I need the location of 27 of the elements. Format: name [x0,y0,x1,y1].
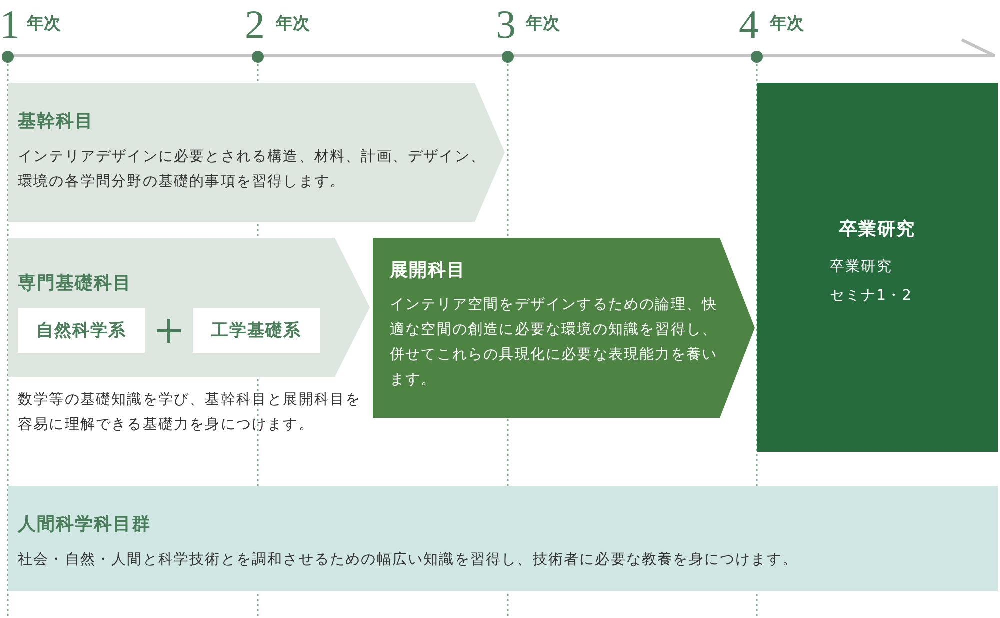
year-number: 1 [0,2,20,48]
category-box [18,308,145,353]
description: 数学等の基礎知識を学び、基幹科目と展開科目を容易に理解できる基礎力を身につけます。 [18,391,362,435]
category-label: 工学基礎系 [212,320,302,342]
category-box [193,308,320,353]
description: 卒業研究 [830,258,892,277]
description: セミナ1・2 [830,287,912,306]
category-label: 自然科学系 [36,320,126,342]
heading: 展開科目 [390,259,466,282]
year-label: 年次 [276,13,310,36]
year-number: 3 [496,2,516,48]
result-panel [757,83,998,452]
heading: 基幹科目 [18,110,94,133]
year-label: 年次 [526,13,560,36]
year-label: 年次 [27,13,61,36]
year-number: 2 [245,2,265,48]
description: 社会・自然・人間と科学技術とを調和させるための幅広い知識を習得し、技術者に必要な教養を身につけます。 [18,550,799,570]
description: インテリアデザインに必要とされる構造、材料、計画、デザイン、環境の各学問分野の基礎的事項を習得します。 [18,148,487,192]
chevron-panel [8,83,505,222]
band-panel [8,486,998,591]
chevron-panel [373,238,755,418]
heading: 人間科学科目群 [18,513,151,536]
year-label: 年次 [770,13,804,36]
description: インテリア空間をデザインするための論理、快適な空間の創造に必要な環境の知識を習得し、併せてこれらの具現化に必要な表現能力を養います。 [390,296,719,390]
heading: 専門基礎科目 [18,272,132,295]
heading: 卒業研究 [838,218,916,241]
year-number: 4 [739,2,759,48]
